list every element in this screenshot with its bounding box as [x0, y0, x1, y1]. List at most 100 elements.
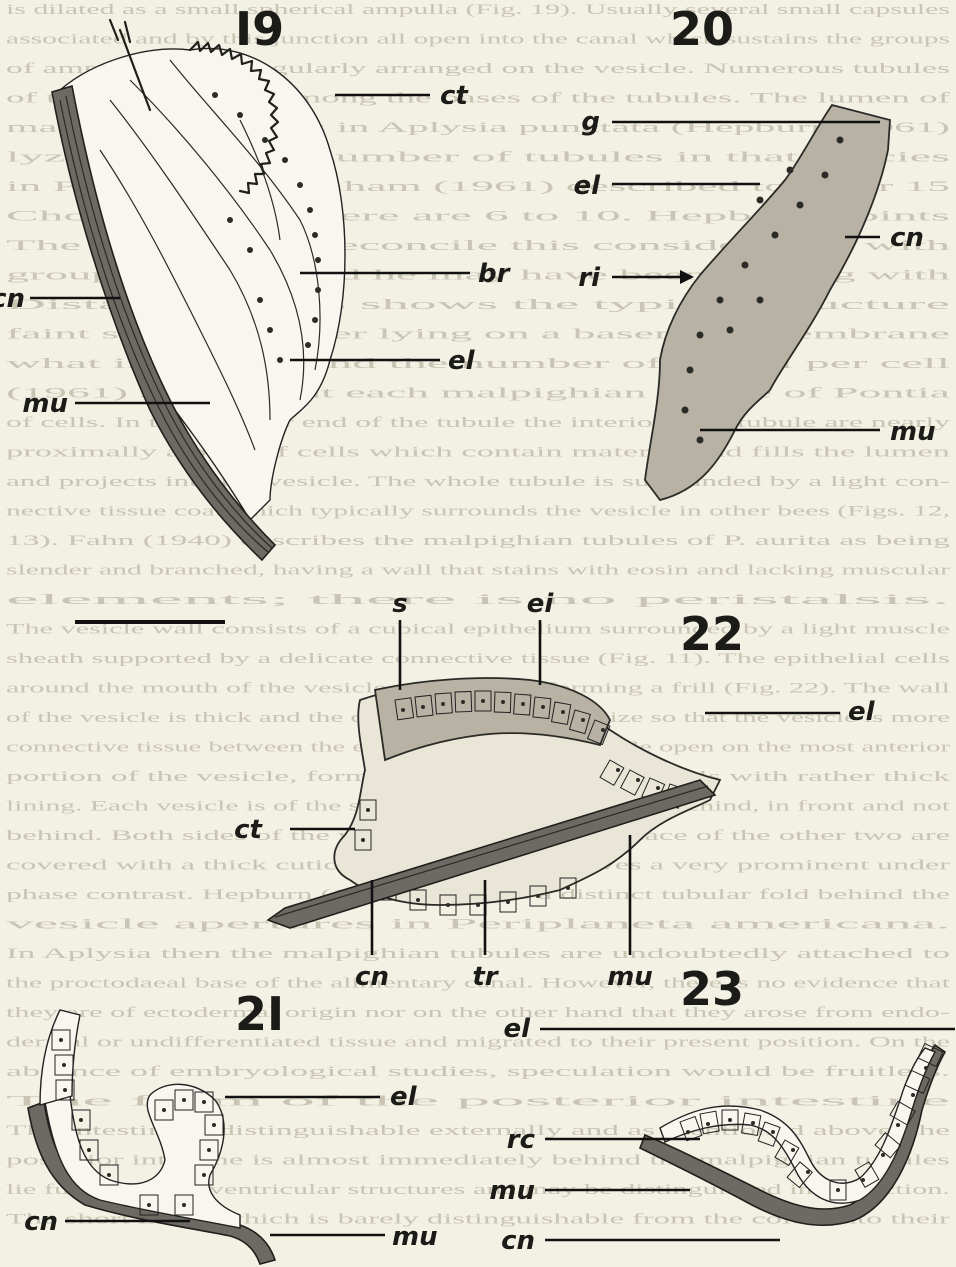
nucleus-dot — [416, 898, 420, 902]
nucleus-dot — [361, 838, 365, 842]
show-through-line: of cells. In the anterior end of the tub… — [6, 415, 951, 431]
show-through-line: proximally a plug of cells which contain… — [6, 445, 951, 461]
nucleus-dot — [227, 217, 233, 223]
nucleus-dot — [772, 232, 779, 239]
nucleus-dot — [476, 903, 480, 907]
nucleus-dot — [697, 332, 704, 339]
nucleus-dot — [62, 1063, 66, 1067]
nucleus-dot — [305, 342, 311, 348]
fig20-number: 20 — [670, 2, 734, 56]
nucleus-dot — [182, 1098, 186, 1102]
nucleus-dot — [636, 778, 640, 782]
nucleus-dot — [297, 182, 303, 188]
show-through-line: dermal or undifferentiated tissue and mi… — [6, 1035, 951, 1051]
fig22-number: 22 — [680, 607, 744, 661]
fig20-label-g: g — [581, 107, 600, 137]
nucleus-dot — [791, 1148, 795, 1152]
fig19-label-ct: ct — [440, 81, 469, 111]
nucleus-dot — [771, 1130, 775, 1134]
fig19-label-br: br — [478, 259, 512, 289]
nucleus-dot — [717, 297, 724, 304]
fig20-label-ri: ri — [578, 263, 601, 293]
fig23-label-mu: mu — [489, 1176, 535, 1206]
nucleus-dot — [421, 705, 425, 709]
nucleus-dot — [836, 1188, 840, 1192]
show-through-line: sheath supported by a delicate connectiv… — [6, 651, 950, 667]
nucleus-dot — [881, 1153, 885, 1157]
nucleus-dot — [506, 900, 510, 904]
show-through-line: vesicle apertures in Periplaneta america… — [6, 917, 950, 933]
nucleus-dot — [315, 287, 321, 293]
nucleus-dot — [202, 1173, 206, 1177]
nucleus-dot — [806, 1170, 810, 1174]
nucleus-dot — [202, 1100, 206, 1104]
nucleus-dot — [79, 1118, 83, 1122]
fig23-label-cn: cn — [501, 1226, 535, 1256]
fig23-label-el: el — [503, 1014, 531, 1044]
nucleus-dot — [896, 1123, 900, 1127]
nucleus-dot — [697, 437, 704, 444]
nucleus-dot — [728, 1118, 732, 1122]
nucleus-dot — [446, 903, 450, 907]
fig22-label-el: el — [848, 697, 876, 727]
nucleus-dot — [561, 710, 565, 714]
show-through-line: The intestine is distinguishable externa… — [6, 1123, 951, 1139]
show-through-line: absence of embryological studies, specul… — [6, 1064, 950, 1080]
show-through-line: and projects into the vesicle. The whole… — [6, 474, 950, 490]
nucleus-dot — [601, 728, 605, 732]
fig22-label-ct: ct — [234, 815, 263, 845]
fig19-label-mu: mu — [22, 389, 68, 419]
nucleus-dot — [616, 768, 620, 772]
fig20-label-el: el — [573, 171, 601, 201]
fig19-label-el: el — [448, 346, 476, 376]
nucleus-dot — [312, 317, 318, 323]
nucleus-dot — [751, 1121, 755, 1125]
nucleus-dot — [706, 1122, 710, 1126]
show-through-line: 13). Fahn (1940) describes the malpighia… — [6, 533, 951, 549]
nucleus-dot — [162, 1108, 166, 1112]
nucleus-dot — [837, 137, 844, 144]
nucleus-dot — [312, 232, 318, 238]
fig21-number: 2I — [235, 987, 284, 1041]
nucleus-dot — [686, 1130, 690, 1134]
nucleus-dot — [267, 327, 273, 333]
fig23-number: 23 — [680, 962, 744, 1016]
nucleus-dot — [277, 357, 283, 363]
fig20-label-cn: cn — [890, 223, 924, 253]
nucleus-dot — [727, 327, 734, 334]
nucleus-dot — [315, 257, 321, 263]
nucleus-dot — [656, 786, 660, 790]
show-through-line: nective tissue coat which typically surr… — [6, 504, 950, 520]
fig23-label-rc: rc — [507, 1125, 536, 1155]
nucleus-dot — [212, 1123, 216, 1127]
nucleus-dot — [262, 137, 268, 143]
nucleus-dot — [441, 702, 445, 706]
show-through-line: associated and by this junction all open… — [6, 32, 950, 48]
nucleus-dot — [107, 1173, 111, 1177]
fig22-label-mu: mu — [607, 962, 653, 992]
nucleus-dot — [307, 207, 313, 213]
fig21-label-mu: mu — [392, 1222, 438, 1252]
nucleus-dot — [501, 700, 505, 704]
nucleus-dot — [541, 705, 545, 709]
nucleus-dot — [822, 172, 829, 179]
nucleus-dot — [247, 247, 253, 253]
fig22-label-s: s — [392, 589, 407, 619]
show-through-line: elements; there is no peristalsis. — [6, 592, 950, 608]
nucleus-dot — [536, 894, 540, 898]
nucleus-dot — [237, 112, 243, 118]
fig20-label-mu: mu — [890, 417, 936, 447]
fig19-number: I9 — [235, 2, 284, 56]
nucleus-dot — [687, 367, 694, 374]
nucleus-dot — [911, 1093, 915, 1097]
nucleus-dot — [257, 297, 263, 303]
nucleus-dot — [461, 700, 465, 704]
nucleus-dot — [757, 197, 764, 204]
nucleus-dot — [282, 157, 288, 163]
nucleus-dot — [366, 808, 370, 812]
nucleus-dot — [797, 202, 804, 209]
fig22-label-cn: cn — [355, 962, 389, 992]
nucleus-dot — [566, 886, 570, 890]
nucleus-dot — [682, 407, 689, 414]
